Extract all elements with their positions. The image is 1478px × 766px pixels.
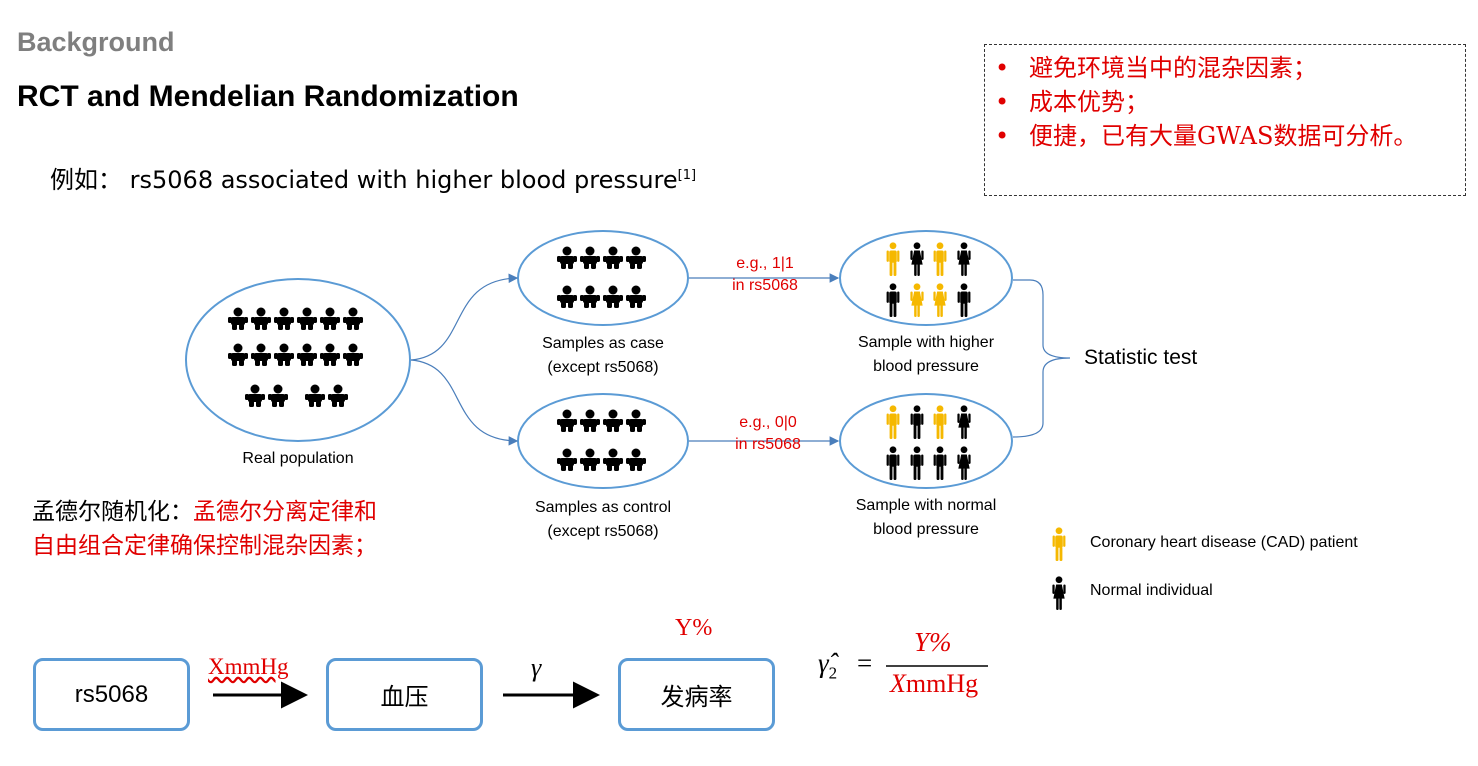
formula-den-unit: mmHg xyxy=(905,669,979,698)
cad-patient-icon xyxy=(1052,527,1066,561)
formula-subscript: 2 xyxy=(828,663,838,683)
higher-bp-label: Sample with higher blood pressure xyxy=(826,331,1026,379)
formula-numerator: Y% xyxy=(914,627,952,657)
mendelian-red-line1: 孟德尔分离定律和 xyxy=(193,499,377,525)
normal-bp-people xyxy=(886,405,971,480)
flow-arrow1-label: XmmHg xyxy=(208,654,289,679)
control-label-line1: Samples as control xyxy=(534,499,672,516)
real-population-babies xyxy=(228,307,363,407)
flow-box3-top-label: Y% xyxy=(675,615,713,641)
arrow-bottom-line2: in rs5068 xyxy=(735,436,801,453)
flow-box-rs5068: rs5068 xyxy=(33,658,190,731)
case-label-line2: (except rs5068) xyxy=(547,359,659,376)
formula-lhs: γ̂2 xyxy=(818,648,837,683)
advantage-item: 便捷，已有大量GWAS数据可分析。 xyxy=(995,119,1429,153)
real-population-ellipse xyxy=(185,278,411,442)
mendelian-text: 孟德尔随机化：孟德尔分离定律和 自由组合定律确保控制混杂因素； xyxy=(32,495,377,563)
arrow-top-line1: e.g., 1|1 xyxy=(736,255,794,272)
normal-individual-icon xyxy=(1052,576,1066,610)
normal-bp-label: Sample with normal blood pressure xyxy=(816,494,1036,542)
control-label: Samples as control (except rs5068) xyxy=(493,496,713,544)
example-text: rs5068 associated with higher blood pres… xyxy=(129,166,678,194)
example-prefix: 例如： xyxy=(50,166,122,194)
normal-bp-ellipse xyxy=(839,393,1013,489)
example-line: 例如： rs5068 associated with higher blood … xyxy=(50,160,696,195)
legend-cad-label: Coronary heart disease (CAD) patient xyxy=(1090,534,1358,551)
normal-bp-line2: blood pressure xyxy=(873,521,979,538)
higher-bp-line2: blood pressure xyxy=(873,358,979,375)
formula-denominator: XmmHg xyxy=(890,669,978,699)
advantage-item: 成本优势； xyxy=(995,85,1465,119)
statistic-test-label: Statistic test xyxy=(1084,346,1198,369)
flow-arrow2-label: γ xyxy=(531,653,542,682)
control-ellipse xyxy=(517,393,689,489)
case-ellipse xyxy=(517,230,689,326)
example-ref: [1] xyxy=(677,168,697,183)
higher-bp-people xyxy=(886,242,971,317)
case-label-line1: Samples as case xyxy=(542,335,664,352)
higher-bp-ellipse xyxy=(839,230,1013,326)
formula-equals: = xyxy=(857,648,873,678)
mendelian-red-line2: 自由组合定律确保控制混杂因素； xyxy=(32,533,377,559)
formula-den-var: X xyxy=(890,669,906,698)
flow-box-incidence: 发病率 xyxy=(618,658,775,731)
arrow-top-line2: in rs5068 xyxy=(732,277,798,294)
arrow-bottom-line1: e.g., 0|0 xyxy=(739,414,797,431)
advantages-box: 避免环境当中的混杂因素； 成本优势； 便捷，已有大量GWAS数据可分析。 xyxy=(984,44,1466,196)
branch-arrow-case xyxy=(410,273,519,361)
section-label: Background xyxy=(17,27,175,57)
legend-normal-label: Normal individual xyxy=(1090,582,1213,599)
flow-box-blood-pressure: 血压 xyxy=(326,658,483,731)
arrow-bottom-label: e.g., 0|0 in rs5068 xyxy=(708,412,828,456)
control-label-line2: (except rs5068) xyxy=(547,523,659,540)
formula-gamma-hat: γ̂ xyxy=(818,648,829,678)
arrow-top-label: e.g., 1|1 in rs5068 xyxy=(705,253,825,297)
normal-bp-line1: Sample with normal xyxy=(855,497,997,514)
page-title: RCT and Mendelian Randomization xyxy=(17,80,519,113)
control-babies xyxy=(557,409,646,471)
advantages-list: 避免环境当中的混杂因素； 成本优势； 便捷，已有大量GWAS数据可分析。 xyxy=(985,51,1465,153)
case-label: Samples as case (except rs5068) xyxy=(503,332,703,380)
statistic-bracket xyxy=(1012,279,1071,438)
higher-bp-line1: Sample with higher xyxy=(857,334,995,351)
real-population-label: Real population xyxy=(242,450,354,467)
branch-arrow-control xyxy=(410,359,519,446)
advantage-item: 避免环境当中的混杂因素； xyxy=(995,51,1465,85)
mendelian-prefix: 孟德尔随机化： xyxy=(32,499,193,525)
case-babies xyxy=(557,246,646,308)
